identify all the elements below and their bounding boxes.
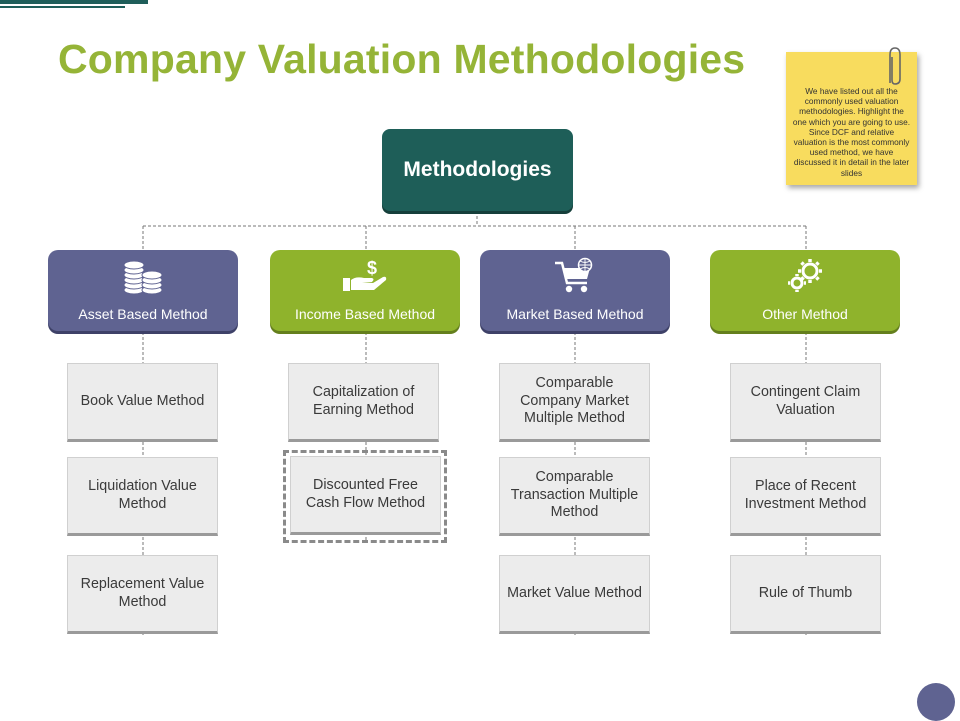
top-accent-bar: [0, 0, 148, 4]
shopping-cart-globe-icon: [555, 257, 593, 293]
highlight-dashed-frame: [283, 450, 447, 543]
category-income-based: $ Income Based Method: [270, 250, 460, 331]
method-comparable-company-market-multiple: Comparable Company Market Multiple Metho…: [499, 363, 650, 442]
hand-dollar-icon: $: [343, 258, 387, 291]
method-place-of-recent-investment: Place of Recent Investment Method: [730, 457, 881, 536]
coins-stack-icon: [123, 260, 163, 295]
paperclip-icon: [889, 47, 901, 85]
method-book-value: Book Value Method: [67, 363, 218, 442]
category-label: Other Method: [762, 306, 848, 322]
method-market-value: Market Value Method: [499, 555, 650, 634]
category-other: Other Method: [710, 250, 900, 331]
category-label: Asset Based Method: [78, 306, 208, 322]
category-label: Market Based Method: [506, 306, 644, 322]
sticky-note-text: We have listed out all the commonly used…: [792, 86, 911, 178]
method-discounted-free-cash-flow: Discounted Free Cash Flow Method: [290, 456, 441, 535]
category-label: Income Based Method: [294, 306, 436, 322]
methodologies-root-node: Methodologies: [382, 129, 573, 211]
top-accent-bar-thin: [0, 6, 125, 8]
method-comparable-transaction-multiple: Comparable Transaction Multiple Method: [499, 457, 650, 536]
method-capitalization-of-earning: Capitalization of Earning Method: [288, 363, 439, 442]
category-market-based: Market Based Method: [480, 250, 670, 331]
page-title: Company Valuation Methodologies: [58, 36, 746, 82]
gears-icon: [788, 259, 822, 292]
method-liquidation-value: Liquidation Value Method: [67, 457, 218, 536]
svg-text:$: $: [367, 258, 377, 278]
method-replacement-value: Replacement Value Method: [67, 555, 218, 634]
sticky-note: We have listed out all the commonly used…: [786, 52, 917, 185]
category-asset-based: Asset Based Method: [48, 250, 238, 331]
method-contingent-claim-valuation: Contingent Claim Valuation: [730, 363, 881, 442]
method-rule-of-thumb: Rule of Thumb: [730, 555, 881, 634]
corner-circle-decoration: [917, 683, 955, 721]
